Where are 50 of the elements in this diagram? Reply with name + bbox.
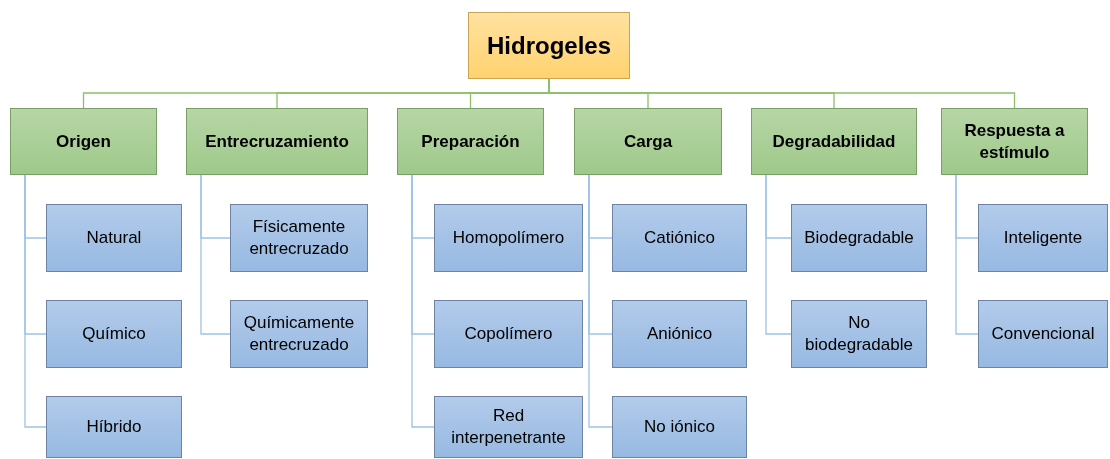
item-box [230,300,368,368]
connector [955,174,979,335]
item-box [612,300,747,368]
item-box [978,204,1108,272]
item-box [46,204,182,272]
category-box [397,108,544,175]
node-label: Red interpenetrante [450,404,567,449]
item-box [434,396,583,458]
item-box [791,204,927,272]
node-label: No iónico [644,415,715,438]
category-box [186,108,368,175]
node-label: Preparación [421,130,520,153]
connector [411,174,435,428]
connector [24,174,47,428]
item-box [46,300,182,368]
node-label: Entrecruzamiento [205,130,349,153]
category-box [574,108,722,175]
node-label: Biodegradable [804,226,914,249]
node-label: Hidrogeles [487,30,611,61]
category-box [941,108,1088,175]
item-box [434,204,583,272]
node-label: No biodegradable [804,311,914,356]
node-label: Origen [56,130,111,153]
node-label: Homopolímero [452,226,565,249]
item-box [978,300,1108,368]
root-box [468,12,630,79]
node-label: Químicamente entrecruzado [242,311,356,356]
category-box [751,108,917,175]
item-box [434,300,583,368]
item-box [46,396,182,458]
item-box [791,300,927,368]
category-box [10,108,157,175]
connector [200,174,231,335]
node-label: Degradabilidad [772,130,896,153]
node-label: Inteligente [1003,226,1083,249]
node-label: Físicamente entrecruzado [248,215,350,260]
node-label: Químico [82,322,146,345]
item-box [230,204,368,272]
node-label: Respuesta a estímulo [963,120,1066,163]
item-box [612,204,747,272]
node-label: Convencional [991,322,1095,345]
connector [765,174,792,335]
node-label: Natural [86,226,142,249]
node-label: Carga [623,130,673,153]
node-label: Híbrido [86,415,142,438]
connector [588,174,613,428]
item-box [612,396,747,458]
node-label: Aniónico [646,322,713,345]
node-label: Copolímero [464,322,553,345]
node-label: Catiónico [644,226,715,249]
